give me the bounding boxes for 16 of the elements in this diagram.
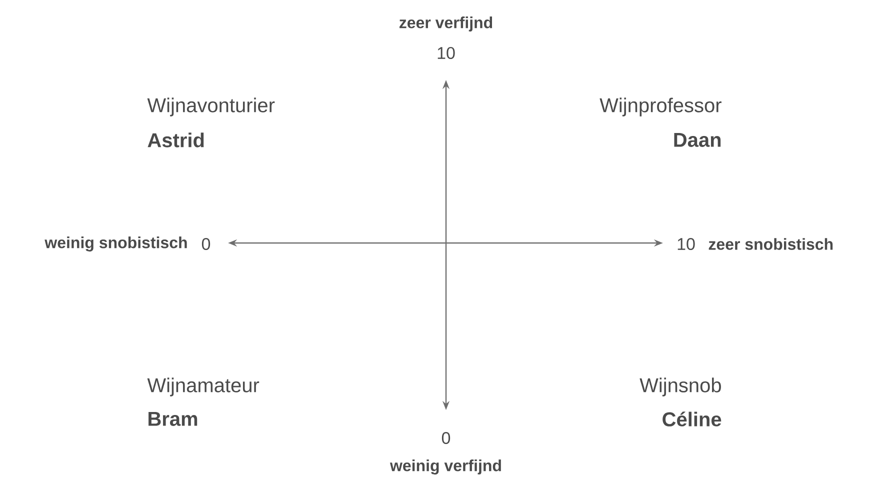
quadrant-title: Wijnprofessor — [600, 98, 722, 116]
persona-name: Daan — [674, 133, 721, 147]
quadrant-title: Wijnavonturier — [147, 98, 275, 116]
axis-value: 10 — [678, 238, 695, 250]
axis-label: zeer snobistisch — [708, 238, 833, 250]
axis-label: zeer verfijnd — [400, 16, 492, 32]
axis-value: 0 — [442, 432, 450, 444]
persona-name: Bram — [148, 412, 198, 426]
axis-value: 0 — [202, 238, 210, 250]
quadrant-title: Wijnamateur — [147, 378, 260, 396]
persona-name: Céline — [662, 412, 722, 426]
quadrant-title: Wijnsnob — [640, 378, 721, 396]
persona-name: Astrid — [148, 132, 204, 148]
axis-label: weinig verfijnd — [390, 460, 501, 474]
axis-value: 10 — [438, 46, 455, 60]
axis-label: weinig snobistisch — [44, 236, 187, 252]
